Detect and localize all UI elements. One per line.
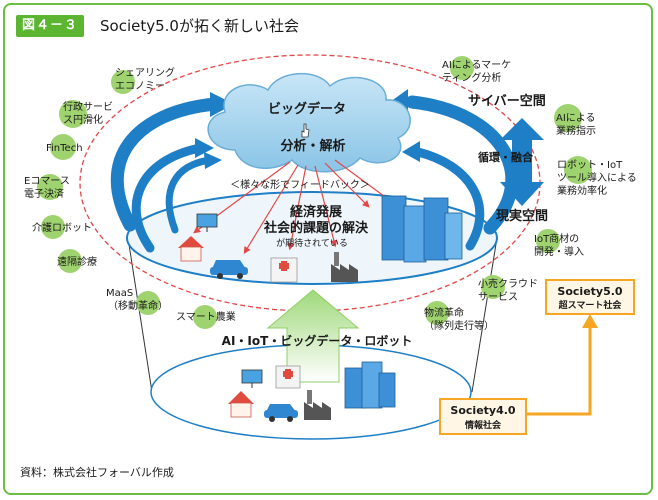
- cyber-space-label: サイバー空間: [468, 93, 546, 109]
- tag-government-service: 行政サービ ス円滑化: [63, 100, 116, 126]
- society4-box: [439, 398, 527, 435]
- monitor-icon: [196, 213, 218, 232]
- left-tag-bubbles: [37, 70, 217, 329]
- society5-subtitle: 超スマート社会: [558, 299, 623, 311]
- society4-title: Society4.0: [450, 404, 515, 417]
- car-icon: [210, 260, 248, 279]
- funnel-line-left: [127, 237, 153, 393]
- society5-title: Society5.0: [557, 285, 622, 298]
- source-note: 資料：株式会社フォーバル作成: [20, 466, 174, 479]
- society5-box: [545, 279, 635, 315]
- tag-ecommerce: Eコマース 電子決済: [24, 176, 73, 200]
- tag-logistics: 物流革命 （隊列走行等）: [424, 306, 494, 332]
- real-space-label: 現実空間: [496, 208, 548, 224]
- society-progress-arrow: [527, 314, 598, 416]
- figure-label-badge: 図４－３: [16, 15, 84, 37]
- tag-iot-products: IoT商材の 開発・導入: [534, 232, 584, 258]
- city-buildings-icon: [381, 195, 463, 263]
- figure-title: Society5.0が拓く新しい社会: [100, 17, 299, 35]
- tag-smart-agriculture: スマート農業: [176, 310, 236, 323]
- right-tag-bubbles: [425, 56, 592, 325]
- tag-retail-cloud: 小売クラウド サービス: [478, 277, 541, 303]
- house-icon: [178, 236, 204, 262]
- tag-remote-medical: 遠隔診療: [57, 255, 97, 268]
- lower-hospital-icon: [275, 365, 301, 389]
- center-text-expected: が期待されている: [276, 237, 348, 249]
- circulation-arrows: [110, 95, 519, 253]
- lower-factory-icon: [304, 390, 331, 420]
- tech-up-arrow: [266, 289, 360, 383]
- fusion-double-arrow: [500, 118, 544, 206]
- hospital-icon: [270, 257, 298, 283]
- center-text-economic: 経済発展: [290, 204, 343, 220]
- hand-pointer-icon: [301, 123, 310, 138]
- cloud-text-bigdata: ビッグデータ: [268, 101, 346, 117]
- fusion-label: 循環・融合: [478, 150, 534, 164]
- society4-subtitle: 情報社会: [464, 419, 502, 431]
- tag-sharing-economy: シェアリング エコノミー: [115, 66, 178, 92]
- lower-car-icon: [264, 404, 298, 422]
- tag-maas: MaaS （移動革命）: [106, 288, 168, 312]
- funnel-line-right: [471, 237, 498, 393]
- lower-monitor-icon: [241, 369, 263, 388]
- tag-fintech: FinTech: [46, 143, 83, 154]
- tag-robot-iot: ロボット・IoT ツール導入による 業務効率化: [557, 159, 640, 197]
- center-text-social: 社会的課題の解決: [263, 220, 369, 236]
- feedback-label: ＜様々な形でフィードバック＞: [230, 178, 370, 191]
- tag-ai-instruction: AIによる 業務指示: [556, 112, 599, 137]
- tag-ai-marketing: AIによるマーケ ティング分析: [442, 59, 514, 84]
- lower-house-icon: [228, 391, 254, 418]
- factory-icon: [331, 252, 358, 282]
- cloud-text-analysis: 分析・解析: [280, 138, 345, 154]
- lower-city-buildings-icon: [344, 361, 396, 409]
- big-data-cloud: [207, 73, 411, 173]
- tag-care-robot: 介護ロボット: [32, 221, 92, 234]
- tech-label: AI・IoT・ビッグデータ・ロボット: [222, 333, 413, 348]
